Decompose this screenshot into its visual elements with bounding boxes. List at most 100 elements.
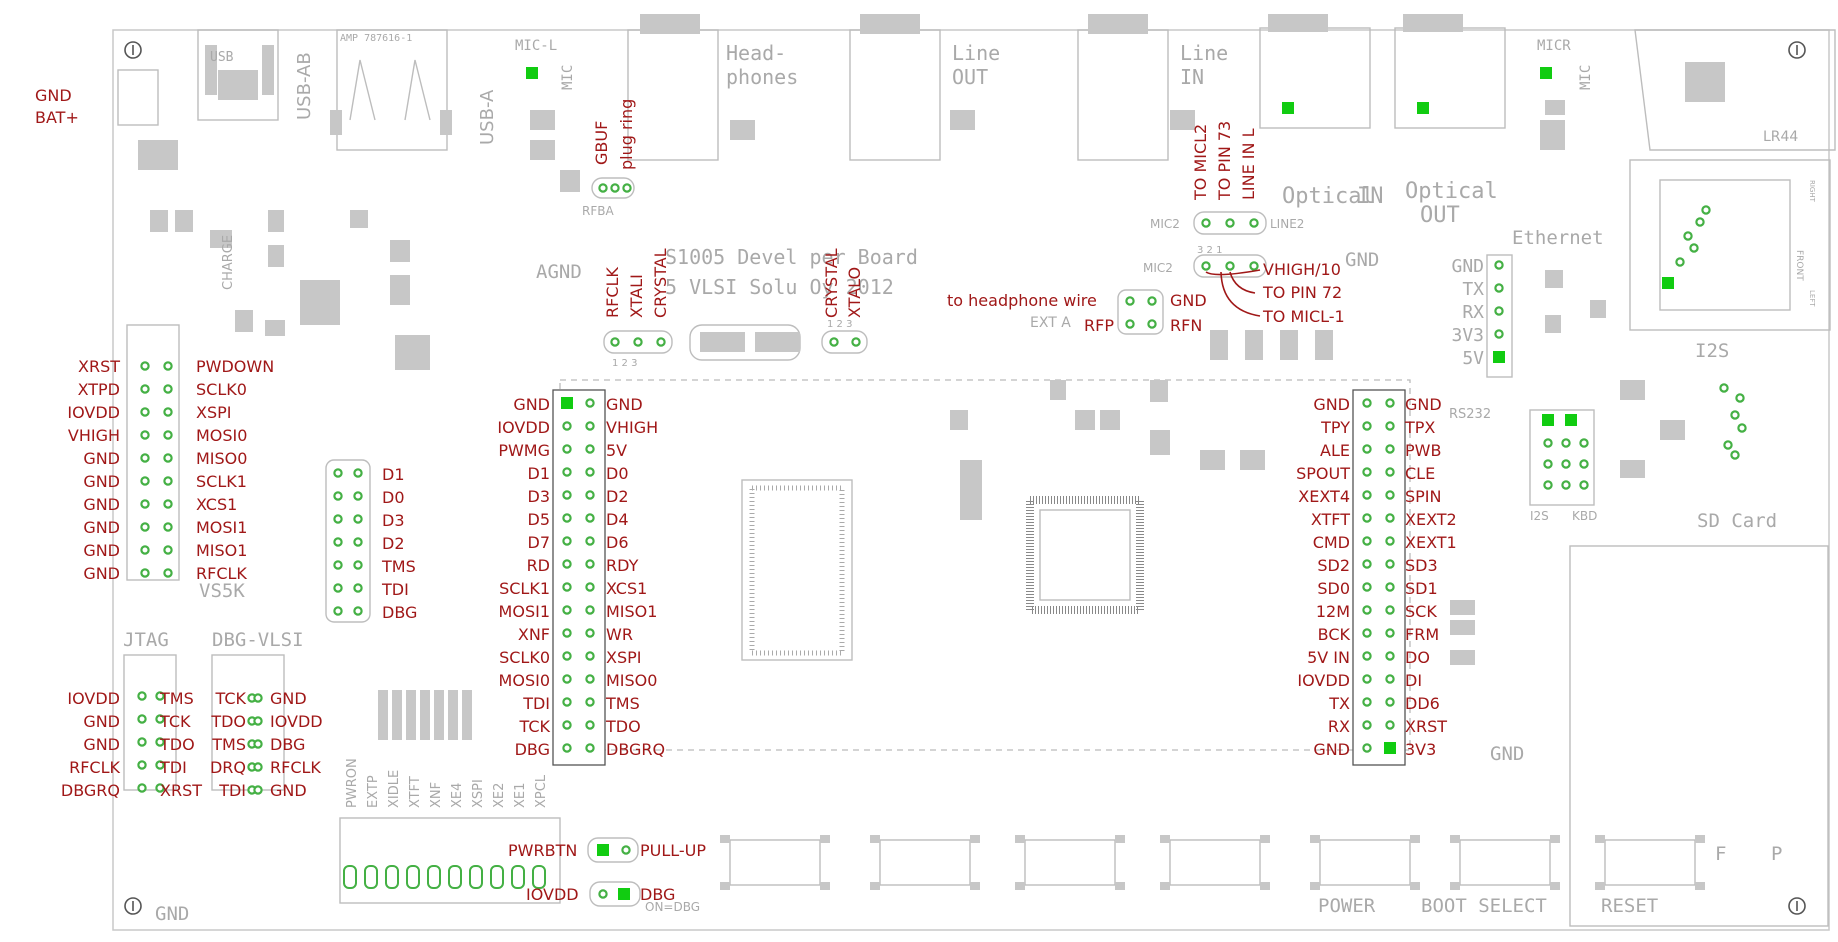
jumper-pin (1225, 218, 1235, 228)
pin-label: RFCLK (196, 564, 247, 583)
pin-label: GND (83, 541, 120, 560)
main-right-pin (1385, 398, 1395, 408)
i2s-kbd-pin (1543, 480, 1553, 490)
jumper-pin (656, 337, 666, 347)
svg-text:CHARGE: CHARGE (221, 235, 236, 290)
main-right-pin (1385, 628, 1395, 638)
pin-label: SCLK0 (196, 380, 247, 399)
i2s-small-pin (1730, 410, 1740, 420)
main-left-pin (562, 651, 572, 661)
dbg-pin (333, 560, 343, 570)
main-left-pin (585, 559, 595, 569)
main-right-pin (1385, 582, 1395, 592)
svg-text:Head-: Head- (726, 41, 786, 65)
svg-text:LINE IN L: LINE IN L (1239, 128, 1258, 200)
jumper-pin (1201, 261, 1211, 271)
svg-text:CRYSTAL: CRYSTAL (822, 248, 841, 318)
pin-label: DRQ (210, 758, 246, 777)
svg-text:USB: USB (210, 50, 234, 65)
ethernet-pin (1675, 257, 1685, 267)
line2-jumper (1193, 211, 1267, 235)
svg-text:LEFT: LEFT (1808, 290, 1816, 307)
dbg-pin (333, 537, 343, 547)
main-right-pin (1362, 490, 1372, 500)
pin-label: GND (1405, 395, 1442, 414)
svg-text:1 2 3: 1 2 3 (612, 358, 637, 369)
pin-label: D7 (528, 533, 551, 552)
pwrbtn-pin (597, 844, 609, 856)
vs5k-pin (163, 545, 173, 555)
pin-label: D2 (606, 487, 629, 506)
pin-label: PWDOWN (196, 357, 274, 376)
svg-text:VHIGH/10: VHIGH/10 (1263, 260, 1341, 279)
main-right-pin (1362, 559, 1372, 569)
jtag-pin (137, 691, 147, 701)
svg-text:TO MICL2: TO MICL2 (1191, 124, 1210, 201)
dbg-header-outline (325, 459, 371, 623)
pin-label: 5V (606, 441, 627, 460)
pin-label: GND (83, 564, 120, 583)
main-right-pin (1385, 467, 1395, 477)
svg-text:AGND: AGND (536, 261, 582, 283)
pin-label: DO (1405, 648, 1430, 667)
main-left-pin (562, 582, 572, 592)
i2s-small-pin (1719, 383, 1729, 393)
svg-text:OUT: OUT (1420, 203, 1460, 228)
vs5k-pin (163, 522, 173, 532)
uart-pin (1494, 260, 1504, 270)
main-right-pin (1385, 605, 1395, 615)
main-left-pin (562, 444, 572, 454)
dbg-vlsi-pin (253, 716, 263, 726)
jumper-pin (610, 337, 620, 347)
main-left-pin (585, 490, 595, 500)
pin-label: GND (83, 449, 120, 468)
main-right-pin (1385, 720, 1395, 730)
dbg-pin (353, 468, 363, 478)
vs5k-pin (163, 361, 173, 371)
svg-text:RFN: RFN (1170, 316, 1202, 335)
main-left-pin (561, 397, 573, 409)
svg-text:ON=DBG: ON=DBG (645, 900, 700, 914)
svg-text:PWRBTN: PWRBTN (508, 841, 577, 860)
svg-text:S1005 Devel per Board: S1005 Devel per Board (665, 245, 918, 269)
led-pad (469, 865, 483, 889)
main-left-pin (562, 674, 572, 684)
pin-label: GND (83, 712, 120, 731)
dbg-vlsi-pin (253, 762, 263, 772)
vs5k-pin (163, 407, 173, 417)
uart-pin (1493, 351, 1505, 363)
pin-label: 5V IN (1307, 648, 1350, 667)
i2s-kbd-pin (1561, 480, 1571, 490)
power-labels: GND BAT+ (35, 86, 79, 127)
jumper-pin (1125, 319, 1135, 329)
pin-label: IOVDD (1297, 671, 1350, 690)
i2s-small-pin (1723, 440, 1733, 450)
main-left-pin (562, 697, 572, 707)
pin-label: SCLK1 (499, 579, 550, 598)
svg-text:AMP 787616-1: AMP 787616-1 (340, 33, 412, 44)
pin-label: RFCLK (270, 758, 321, 777)
led-label: XSPI (471, 779, 486, 808)
main-right-pin (1385, 536, 1395, 546)
pin-label: XRST (78, 357, 120, 376)
main-right-pin (1362, 605, 1372, 615)
ethernet-pin (1695, 217, 1705, 227)
pin-label: D2 (382, 534, 405, 553)
pin-label: CLE (1405, 464, 1435, 483)
vs5k-pin (140, 476, 150, 486)
wire-vhigh10 (1205, 269, 1261, 276)
svg-text:DBG-VLSI: DBG-VLSI (212, 629, 304, 651)
i2s-pin (1542, 414, 1554, 426)
svg-text:RIGHT: RIGHT (1808, 180, 1816, 203)
pin-label: XSPI (606, 648, 641, 667)
pin-label: TDO (159, 735, 195, 754)
svg-text:GND: GND (35, 86, 72, 105)
pin-label: MISO0 (606, 671, 657, 690)
i2s-kbd-pin (1561, 459, 1571, 469)
main-right-pin (1362, 674, 1372, 684)
vs5k-pin (163, 476, 173, 486)
pin-label: RFCLK (69, 758, 120, 777)
pwrbtn-jumper (587, 837, 639, 863)
svg-text:MIC2: MIC2 (1143, 261, 1173, 275)
